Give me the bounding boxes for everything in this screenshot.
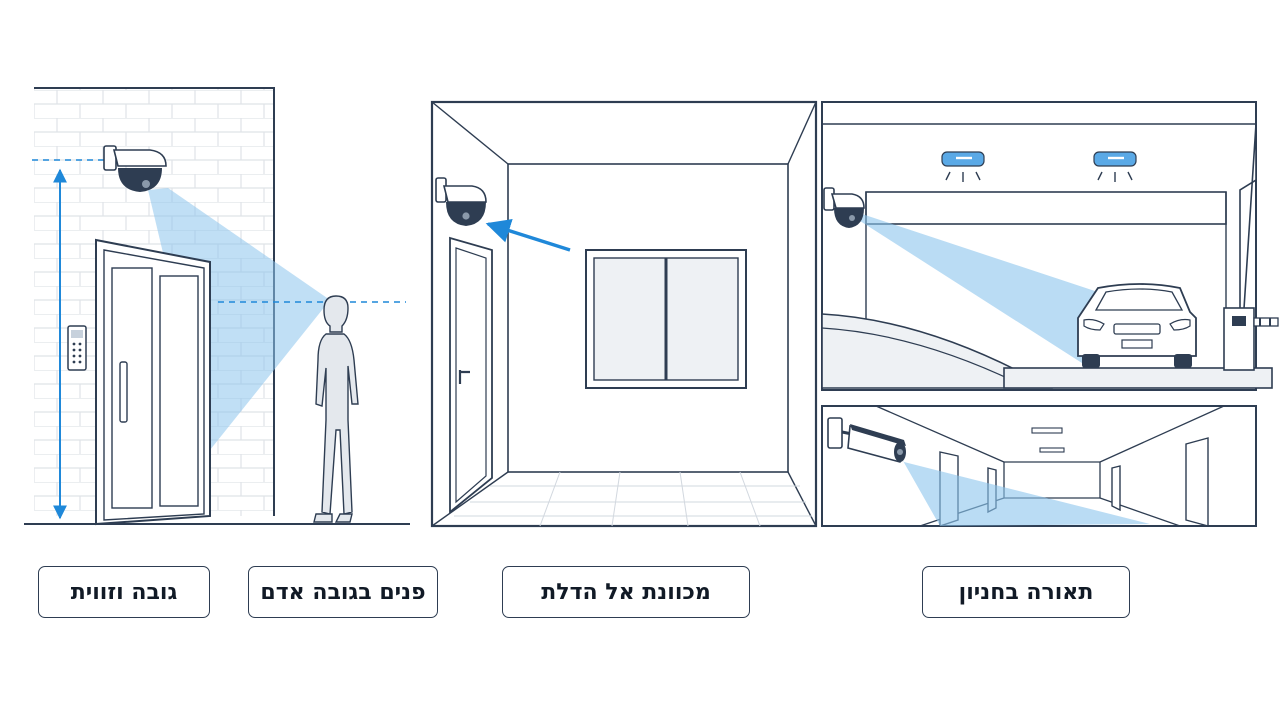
caption-text: גובה וזווית	[70, 579, 178, 605]
window	[585, 249, 747, 389]
caption-text: תאורה בחניון	[958, 579, 1094, 605]
caption-parking-lighting: תאורה בחניון	[922, 566, 1130, 618]
floor-tiles	[454, 471, 812, 527]
keypad-icon	[67, 325, 87, 371]
side-door	[449, 236, 493, 514]
caption-height-angle: גובה וזווית	[38, 566, 210, 618]
panel-corridor	[821, 405, 1257, 527]
door-handle	[119, 361, 128, 423]
caption-face-height: פנים בגובה אדם	[248, 566, 438, 618]
car	[1077, 283, 1197, 368]
wall-outline	[34, 87, 275, 516]
caption-aimed-at-door: מכוונת אל הדלת	[502, 566, 750, 618]
arrow-icon	[485, 218, 571, 252]
caption-text: מכוונת אל הדלת	[541, 579, 711, 605]
camera-view-cone	[148, 188, 330, 450]
ceiling-beam	[865, 191, 1227, 225]
ceiling-light-icon	[1031, 427, 1065, 453]
ceiling-light-icon	[1093, 151, 1137, 182]
camera-view-cone	[846, 212, 1110, 372]
height-arrow	[32, 159, 116, 520]
camera-view-cone	[898, 452, 1150, 526]
ceiling-light-icon	[941, 151, 985, 182]
dome-camera-icon	[103, 145, 167, 192]
person-figure	[313, 295, 359, 523]
parking-ramp	[821, 313, 1273, 389]
dome-camera-icon	[823, 187, 865, 228]
panel-parking-lighting	[821, 101, 1279, 391]
entrance-door	[95, 238, 211, 526]
bullet-camera-icon	[827, 417, 906, 463]
room-perspective-lines	[431, 101, 817, 527]
barrier-gate	[1223, 307, 1279, 371]
dome-camera-icon	[435, 177, 487, 226]
panel-height-angle	[24, 87, 410, 526]
panel-aimed-at-door	[430, 100, 818, 528]
caption-text: פנים בגובה אדם	[260, 579, 426, 605]
door-handle	[458, 370, 470, 384]
